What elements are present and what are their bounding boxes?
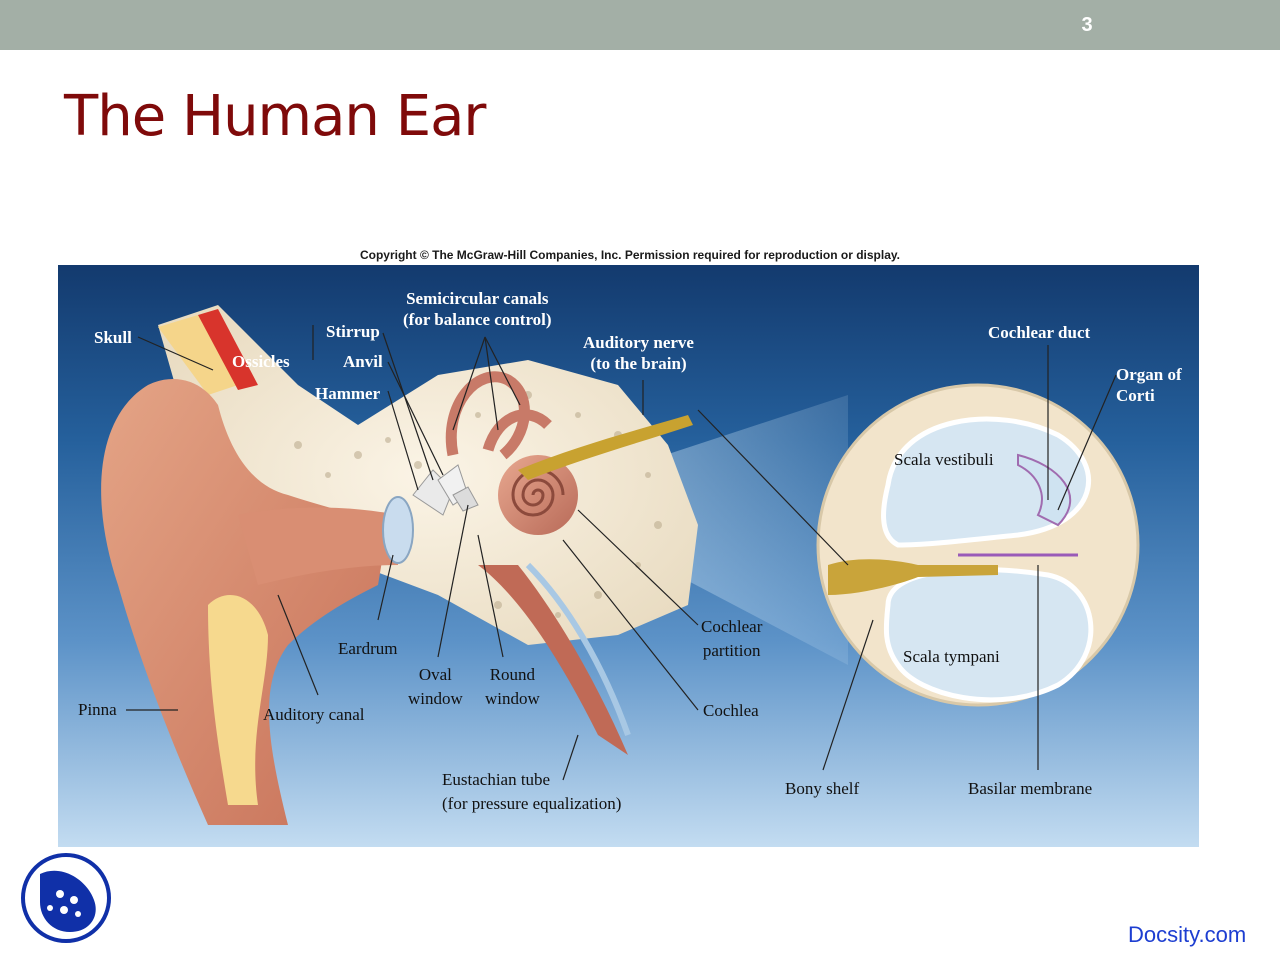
label-hammer: Hammer (315, 383, 380, 404)
label-oval-window: Oval window (408, 663, 463, 711)
label-scala-tympani: Scala tympani (903, 647, 1000, 667)
label-pinna: Pinna (78, 700, 117, 720)
label-eardrum: Eardrum (338, 639, 397, 659)
slide-title: The Human Ear (64, 84, 485, 149)
label-organ-of-corti: Organ of Corti (1116, 364, 1182, 406)
label-semicircular-canals: Semicircular canals (for balance control… (403, 288, 552, 330)
label-cochlea: Cochlea (703, 701, 759, 721)
ear-diagram: Skull Ossicles Stirrup Anvil Hammer Semi… (58, 265, 1199, 847)
label-round-window: Round window (485, 663, 540, 711)
top-bar: 3 (0, 0, 1280, 50)
label-scala-vestibuli: Scala vestibuli (894, 450, 994, 470)
label-cochlear-duct: Cochlear duct (988, 322, 1090, 343)
label-ossicles: Ossicles (232, 351, 290, 372)
label-skull: Skull (94, 327, 132, 348)
label-auditory-nerve: Auditory nerve (to the brain) (583, 332, 694, 374)
eardrum-shape (383, 497, 413, 563)
label-bony-shelf: Bony shelf (785, 779, 859, 799)
scala-tympani-shape (886, 569, 1091, 699)
slide-number: 3 (1062, 14, 1112, 37)
label-anvil: Anvil (343, 351, 383, 372)
label-auditory-canal: Auditory canal (263, 705, 365, 725)
docsity-logo-icon (20, 852, 112, 944)
label-cochlear-partition: Cochlear partition (701, 615, 762, 663)
docsity-brand-text: Docsity.com (1128, 922, 1246, 948)
copyright-notice: Copyright © The McGraw-Hill Companies, I… (62, 248, 1198, 262)
label-stirrup: Stirrup (326, 321, 380, 342)
label-eustachian-tube: Eustachian tube (for pressure equalizati… (442, 768, 621, 816)
label-basilar-membrane: Basilar membrane (968, 779, 1092, 799)
